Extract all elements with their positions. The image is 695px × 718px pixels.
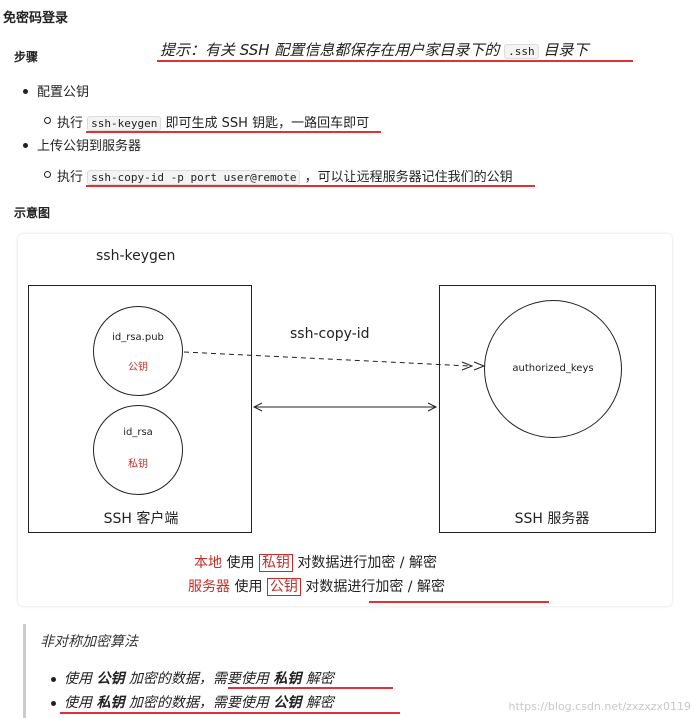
line1-use: 使用 xyxy=(226,555,255,571)
diagram-arrows xyxy=(183,351,486,412)
q1-k2: 私钥 xyxy=(273,671,302,687)
line2-subject: 服务器 xyxy=(188,579,230,595)
privkey-file: id_rsa xyxy=(123,427,153,438)
bullet xyxy=(51,701,56,706)
diagram-heading: 示意图 xyxy=(14,206,51,220)
quote-item-2-underline xyxy=(60,712,400,714)
quote-bar xyxy=(23,624,26,718)
step-2-label: 上传公钥到服务器 xyxy=(37,139,142,154)
copy-arrow xyxy=(183,351,471,367)
q1-p1: 使用 xyxy=(64,671,92,687)
line2-key: 公钥 xyxy=(266,578,301,596)
quote-item-1-underline xyxy=(228,687,393,689)
tip-line: 提示：有关 SSH 配置信息都保存在用户家目录下的 .ssh 目录下 xyxy=(160,39,588,60)
quote-item-1: 使用 公钥 加密的数据，需要使用 私钥 解密 xyxy=(64,668,334,688)
sub-bullet xyxy=(44,171,51,178)
copy-arrowhead-2 xyxy=(473,361,486,371)
q2-p2: 加密的数据，需要使用 xyxy=(128,695,269,711)
q2-k2: 公钥 xyxy=(273,695,302,711)
tip-code: .ssh xyxy=(504,44,539,59)
quote-heading: 非对称加密算法 xyxy=(40,634,138,650)
copy-id-label: ssh-copy-id xyxy=(290,326,370,342)
pubkey-name: 公钥 xyxy=(128,362,148,373)
step-1-sub-suffix: 即可生成 SSH 钥匙，一路回车即可 xyxy=(165,116,370,131)
keygen-label: ssh-keygen xyxy=(96,248,176,264)
privkey-circle xyxy=(93,405,183,495)
pubkey-file: id_rsa.pub xyxy=(112,332,164,343)
q2-p1: 使用 xyxy=(64,695,92,711)
q1-p3: 解密 xyxy=(305,671,334,687)
step-1-label: 配置公钥 xyxy=(37,85,90,100)
step-2-sub: 执行 ssh-copy-id -p port user@remote ，可以让远… xyxy=(57,166,513,185)
diagram-panel: ssh-keygen id_rsa.pub 公钥 id_rsa 私钥 autho… xyxy=(18,234,672,606)
server-label: SSH 服务器 xyxy=(514,511,590,527)
connection-arrow-right xyxy=(427,402,438,412)
step-2-sub-code: ssh-copy-id -p port user@remote xyxy=(87,170,301,185)
watermark: https://blog.csdn.net/zxzxzx0119 xyxy=(508,700,691,713)
privkey-name: 私钥 xyxy=(128,459,148,470)
step-2-sub-suffix: ，可以让远程服务器记住我们的公钥 xyxy=(304,170,513,185)
step-2-underline xyxy=(86,185,535,187)
quote-item-2: 使用 私钥 加密的数据，需要使用 公钥 解密 xyxy=(64,692,334,712)
line2-rest: 对数据进行加密 / 解密 xyxy=(305,579,445,595)
q1-p2: 加密的数据，需要使用 xyxy=(128,671,269,687)
step-2-sub-prefix: 执行 xyxy=(57,170,84,185)
encrypt-line-2: 服务器 使用 公钥 对数据进行加密 / 解密 xyxy=(188,576,445,596)
page-title: 免密码登录 xyxy=(3,11,69,26)
bullet xyxy=(51,677,56,682)
connection-arrow-left xyxy=(252,402,263,412)
line1-rest: 对数据进行加密 / 解密 xyxy=(297,555,437,571)
bullet xyxy=(23,143,28,148)
steps-heading: 步骤 xyxy=(14,50,39,64)
authkeys-circle xyxy=(484,300,622,438)
line2-use: 使用 xyxy=(234,579,263,595)
client-box xyxy=(28,285,252,533)
line1-subject: 本地 xyxy=(194,555,222,571)
tip-suffix: 目录下 xyxy=(543,41,589,59)
q1-k1: 公钥 xyxy=(96,671,125,687)
line2-underline xyxy=(369,601,549,603)
q2-p3: 解密 xyxy=(305,695,334,711)
q2-k1: 私钥 xyxy=(96,695,125,711)
bullet xyxy=(23,89,28,94)
step-1-sub: 执行 ssh-keygen 即可生成 SSH 钥匙，一路回车即可 xyxy=(57,112,369,131)
step-1-underline xyxy=(86,131,381,133)
step-1-sub-prefix: 执行 xyxy=(57,116,84,131)
tip-prefix: 提示：有关 SSH 配置信息都保存在用户家目录下的 xyxy=(160,41,500,59)
line1-key: 私钥 xyxy=(258,554,293,572)
client-label: SSH 客户端 xyxy=(103,511,179,527)
sub-bullet xyxy=(44,117,51,124)
authkeys-label: authorized_keys xyxy=(512,363,594,374)
tip-underline xyxy=(157,60,633,62)
pubkey-circle xyxy=(93,306,183,396)
server-box xyxy=(439,285,656,533)
step-1-sub-code: ssh-keygen xyxy=(87,116,162,131)
encrypt-line-1: 本地 使用 私钥 对数据进行加密 / 解密 xyxy=(194,552,437,572)
copy-arrowhead xyxy=(461,361,474,371)
